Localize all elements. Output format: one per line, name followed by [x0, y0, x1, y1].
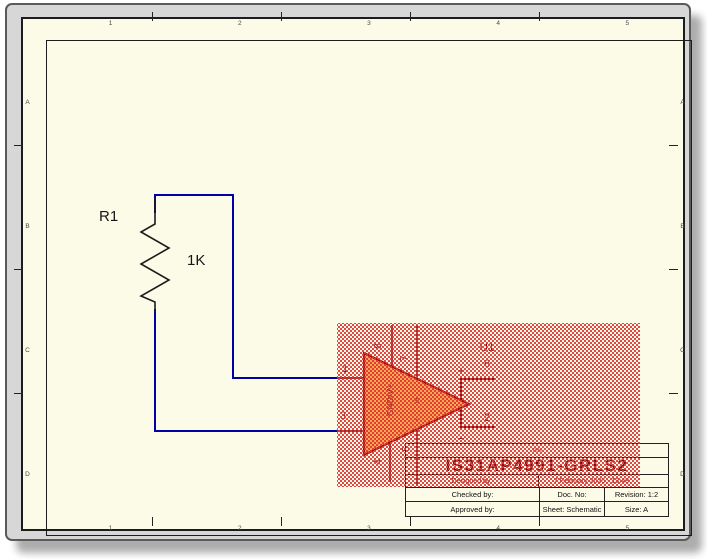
- size-field[interactable]: Size: A: [604, 502, 668, 516]
- ruler-tick: [281, 12, 282, 21]
- resistor-ref-label[interactable]: R1: [99, 208, 118, 225]
- grid-col-label: 1: [108, 20, 113, 27]
- ruler-tick: [152, 517, 153, 526]
- grid-col-label: 3: [367, 20, 371, 27]
- ruler-tick: [14, 145, 23, 146]
- resistor-symbol[interactable]: [139, 198, 171, 312]
- title-block-row: Approved by: Sheet: Schematic Size: A: [406, 502, 668, 516]
- ruler-tick: [14, 393, 23, 394]
- ruler-tick: [539, 12, 540, 21]
- grid-col-label: 5: [625, 20, 630, 27]
- grid-col-label: 1: [108, 525, 113, 532]
- ruler-tick: [281, 517, 282, 526]
- doc-no-field[interactable]: Doc. No:: [539, 488, 604, 501]
- sheet-field[interactable]: Sheet: Schematic: [539, 502, 604, 516]
- ruler-tick: [669, 145, 678, 146]
- title-block-row: Checked by: Doc. No: Revision: 1:2: [406, 488, 668, 502]
- resistor-r1[interactable]: R1 1K: [99, 198, 205, 312]
- grid-ruler-right: A B C D: [678, 40, 687, 536]
- resistor-value-label[interactable]: 1K: [187, 252, 205, 269]
- grid-row-label: B: [680, 222, 685, 230]
- grid-row-label: C: [680, 346, 685, 354]
- grid-row-label: A: [680, 98, 685, 106]
- grid-row-label: A: [25, 98, 30, 106]
- approved-by-field[interactable]: Approved by:: [450, 504, 495, 514]
- ruler-tick: [669, 393, 678, 394]
- sheet-drawing-area[interactable]: [46, 40, 692, 536]
- grid-row-label: C: [25, 346, 30, 354]
- grid-col-label: 3: [367, 525, 371, 532]
- ruler-tick: [14, 269, 23, 270]
- checked-by-field[interactable]: Checked by:: [451, 490, 494, 499]
- ruler-tick: [539, 517, 540, 526]
- grid-col-label: 2: [237, 525, 242, 532]
- grid-ruler-bottom: 1 2 3 4 5: [46, 524, 692, 533]
- ruler-tick: [152, 12, 153, 21]
- grid-col-label: 2: [237, 20, 242, 27]
- wire-r1-to-pin3[interactable]: [154, 309, 337, 432]
- ruler-tick: [410, 517, 411, 526]
- grid-row-label: D: [680, 470, 685, 478]
- ruler-tick: [669, 269, 678, 270]
- grid-row-label: D: [25, 470, 30, 478]
- grid-col-label: 5: [625, 525, 630, 532]
- ruler-tick: [410, 12, 411, 21]
- grid-row-label: B: [25, 222, 30, 230]
- grid-col-label: 4: [496, 20, 500, 27]
- selection-highlight: [337, 323, 640, 487]
- wire-r1-to-pin1[interactable]: [154, 194, 337, 379]
- grid-col-label: 4: [496, 525, 500, 532]
- revision-field[interactable]: Revision: 1:2: [604, 488, 668, 501]
- grid-ruler-left: A B C D: [23, 40, 32, 536]
- grid-ruler-top: 1 2 3 4 5: [46, 19, 692, 28]
